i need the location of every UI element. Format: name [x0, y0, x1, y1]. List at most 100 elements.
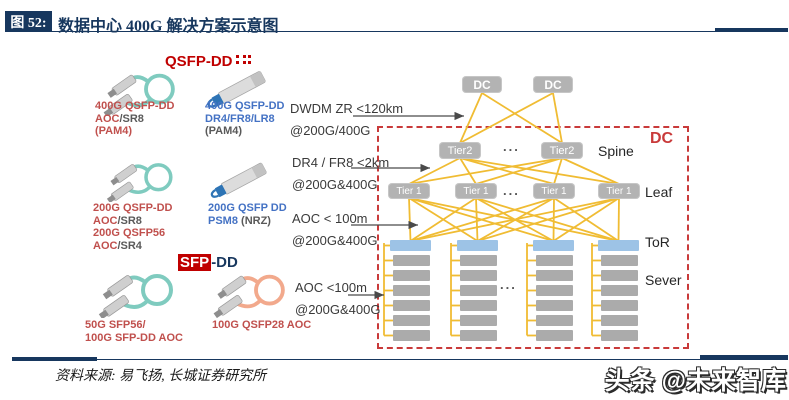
module-label-line: 200G QSFP56 — [93, 227, 172, 240]
module-label-line: AOC/SR8 — [95, 113, 174, 126]
server-bar — [601, 270, 638, 281]
aoc-cable-teal-icon — [98, 66, 194, 118]
module-label-segment: 200G QSFP-DD — [93, 202, 173, 214]
title-rule — [5, 31, 788, 32]
module-label: 100G QSFP28 AOC — [212, 319, 311, 332]
module-label-segment: PSM8 — [208, 214, 238, 227]
figure-tag: 图 52: — [5, 11, 52, 32]
optical-module-icon — [201, 156, 287, 202]
server-bar — [393, 330, 430, 341]
module-label-line: 400G QSFP-DD — [95, 100, 174, 113]
server-bar — [393, 255, 430, 266]
link-distance-label: DWDM ZR <120km — [290, 101, 404, 116]
qsfp-dd-header-label: QSFP-DD — [165, 53, 233, 70]
server-bar — [536, 255, 573, 266]
leaf-box: Tier 1 — [598, 183, 640, 199]
aoc-cable-teal-icon — [98, 156, 194, 204]
link-distance-label: AOC < 100m — [292, 211, 368, 226]
server-bar — [460, 315, 497, 326]
dc-zone-label: DC — [650, 130, 674, 147]
link-label: DWDM ZR <120km@200G/400G — [290, 101, 403, 138]
module-label-line: PSM8 (NRZ) — [208, 215, 287, 228]
module-label-line: AOC/SR8 — [93, 215, 172, 228]
dc-box: DC — [462, 76, 502, 93]
module-label-line: AOC/SR4 — [93, 240, 172, 253]
module-label-segment: 400G QSFP-DD — [205, 100, 285, 112]
module-label-segment: (NRZ) — [237, 214, 271, 227]
module-label-segment: AOC — [95, 112, 120, 125]
link-distance-label: AOC <100m — [295, 280, 367, 295]
server-bar — [393, 315, 430, 326]
row-label-leaf: Leaf — [645, 184, 673, 200]
leaf-box: Tier 1 — [455, 183, 497, 199]
server-bar — [601, 315, 638, 326]
module-label-segment: (PAM4) — [95, 125, 133, 137]
module-label-segment: AOC — [93, 239, 118, 252]
source-text: 资料来源: 易飞扬, 长城证券研究所 — [55, 369, 267, 384]
dc-box: DC — [533, 76, 573, 93]
row-label-tor: ToR — [645, 234, 670, 250]
module-label-line: 100G QSFP28 AOC — [212, 319, 311, 332]
module-label-segment: 50G SFP56/ — [85, 319, 146, 331]
aoc-cable-teal-icon — [92, 266, 194, 320]
module-label-line: 50G SFP56/ — [85, 319, 183, 332]
tor-bar — [533, 240, 574, 251]
ellipsis: ... — [503, 183, 520, 198]
server-bar — [536, 300, 573, 311]
link-label: DR4 / FR8 <2km @200G&400G — [292, 155, 389, 192]
ellipsis: ... — [503, 139, 520, 154]
module-label-segment: /SR4 — [117, 239, 142, 252]
tor-bar — [457, 240, 498, 251]
sfp-dd-header-box: SFP — [178, 254, 212, 271]
figure-title: 数据中心 400G 解决方案示意图 — [58, 18, 279, 35]
qsfp-dd-header: QSFP-DD — [165, 53, 252, 70]
module-label: 50G SFP56/100G SFP-DD AOC — [85, 319, 183, 344]
aoc-cable-orange-icon — [208, 266, 304, 319]
leaf-box: Tier 1 — [533, 183, 575, 199]
row-label-sever: Sever — [645, 272, 682, 288]
module-label-line: 200G QSFP-DD — [93, 202, 172, 215]
module-label-segment: 100G SFP-DD AOC — [85, 331, 184, 344]
sfp-dd-header-rest: -DD — [211, 254, 238, 271]
row-label-spine: Spine — [598, 143, 634, 159]
server-bar — [536, 330, 573, 341]
server-bar — [536, 270, 573, 281]
module-label-line: DR4/FR8/LR8 — [205, 113, 284, 126]
footer-rule — [12, 359, 788, 360]
link-label: AOC <100m @200G&400G — [295, 280, 380, 317]
module-label-segment: 400G QSFP-DD — [95, 100, 175, 112]
server-bar — [393, 270, 430, 281]
ellipsis: ... — [500, 277, 517, 292]
module-label-segment: 200G QSFP DD — [208, 202, 287, 214]
watermark: 头条 @未来智库 — [604, 367, 786, 395]
optical-module-icon — [198, 64, 286, 112]
module-label-line: 200G QSFP DD — [208, 202, 287, 215]
module-label-segment: AOC — [93, 214, 118, 227]
link-rate-label: @200G&400G — [292, 233, 378, 248]
sfp-dd-header: SFP-DD — [178, 254, 238, 271]
server-bar — [601, 255, 638, 266]
link-rate-label: @200G&400G — [292, 177, 378, 192]
server-bar — [393, 300, 430, 311]
module-label-segment: /SR8 — [117, 214, 142, 227]
server-bar — [460, 255, 497, 266]
server-bar — [460, 285, 497, 296]
tor-bar — [390, 240, 431, 251]
server-bar — [601, 300, 638, 311]
link-distance-label: DR4 / FR8 <2km — [292, 155, 390, 170]
server-bar — [460, 330, 497, 341]
server-bar — [393, 285, 430, 296]
leaf-box: Tier 1 — [388, 183, 430, 199]
module-label-segment: 100G QSFP28 AOC — [212, 319, 312, 331]
module-label-segment: DR4/FR8/LR8 — [205, 112, 275, 125]
server-bar — [460, 300, 497, 311]
qsfp-dd-dots-icon — [235, 53, 252, 70]
link-label: AOC < 100m @200G&400G — [292, 211, 377, 248]
link-rate-label: @200G&400G — [295, 302, 381, 317]
module-label-line: (PAM4) — [95, 125, 174, 138]
module-label-segment: /SR8 — [119, 112, 144, 125]
server-bar — [536, 315, 573, 326]
